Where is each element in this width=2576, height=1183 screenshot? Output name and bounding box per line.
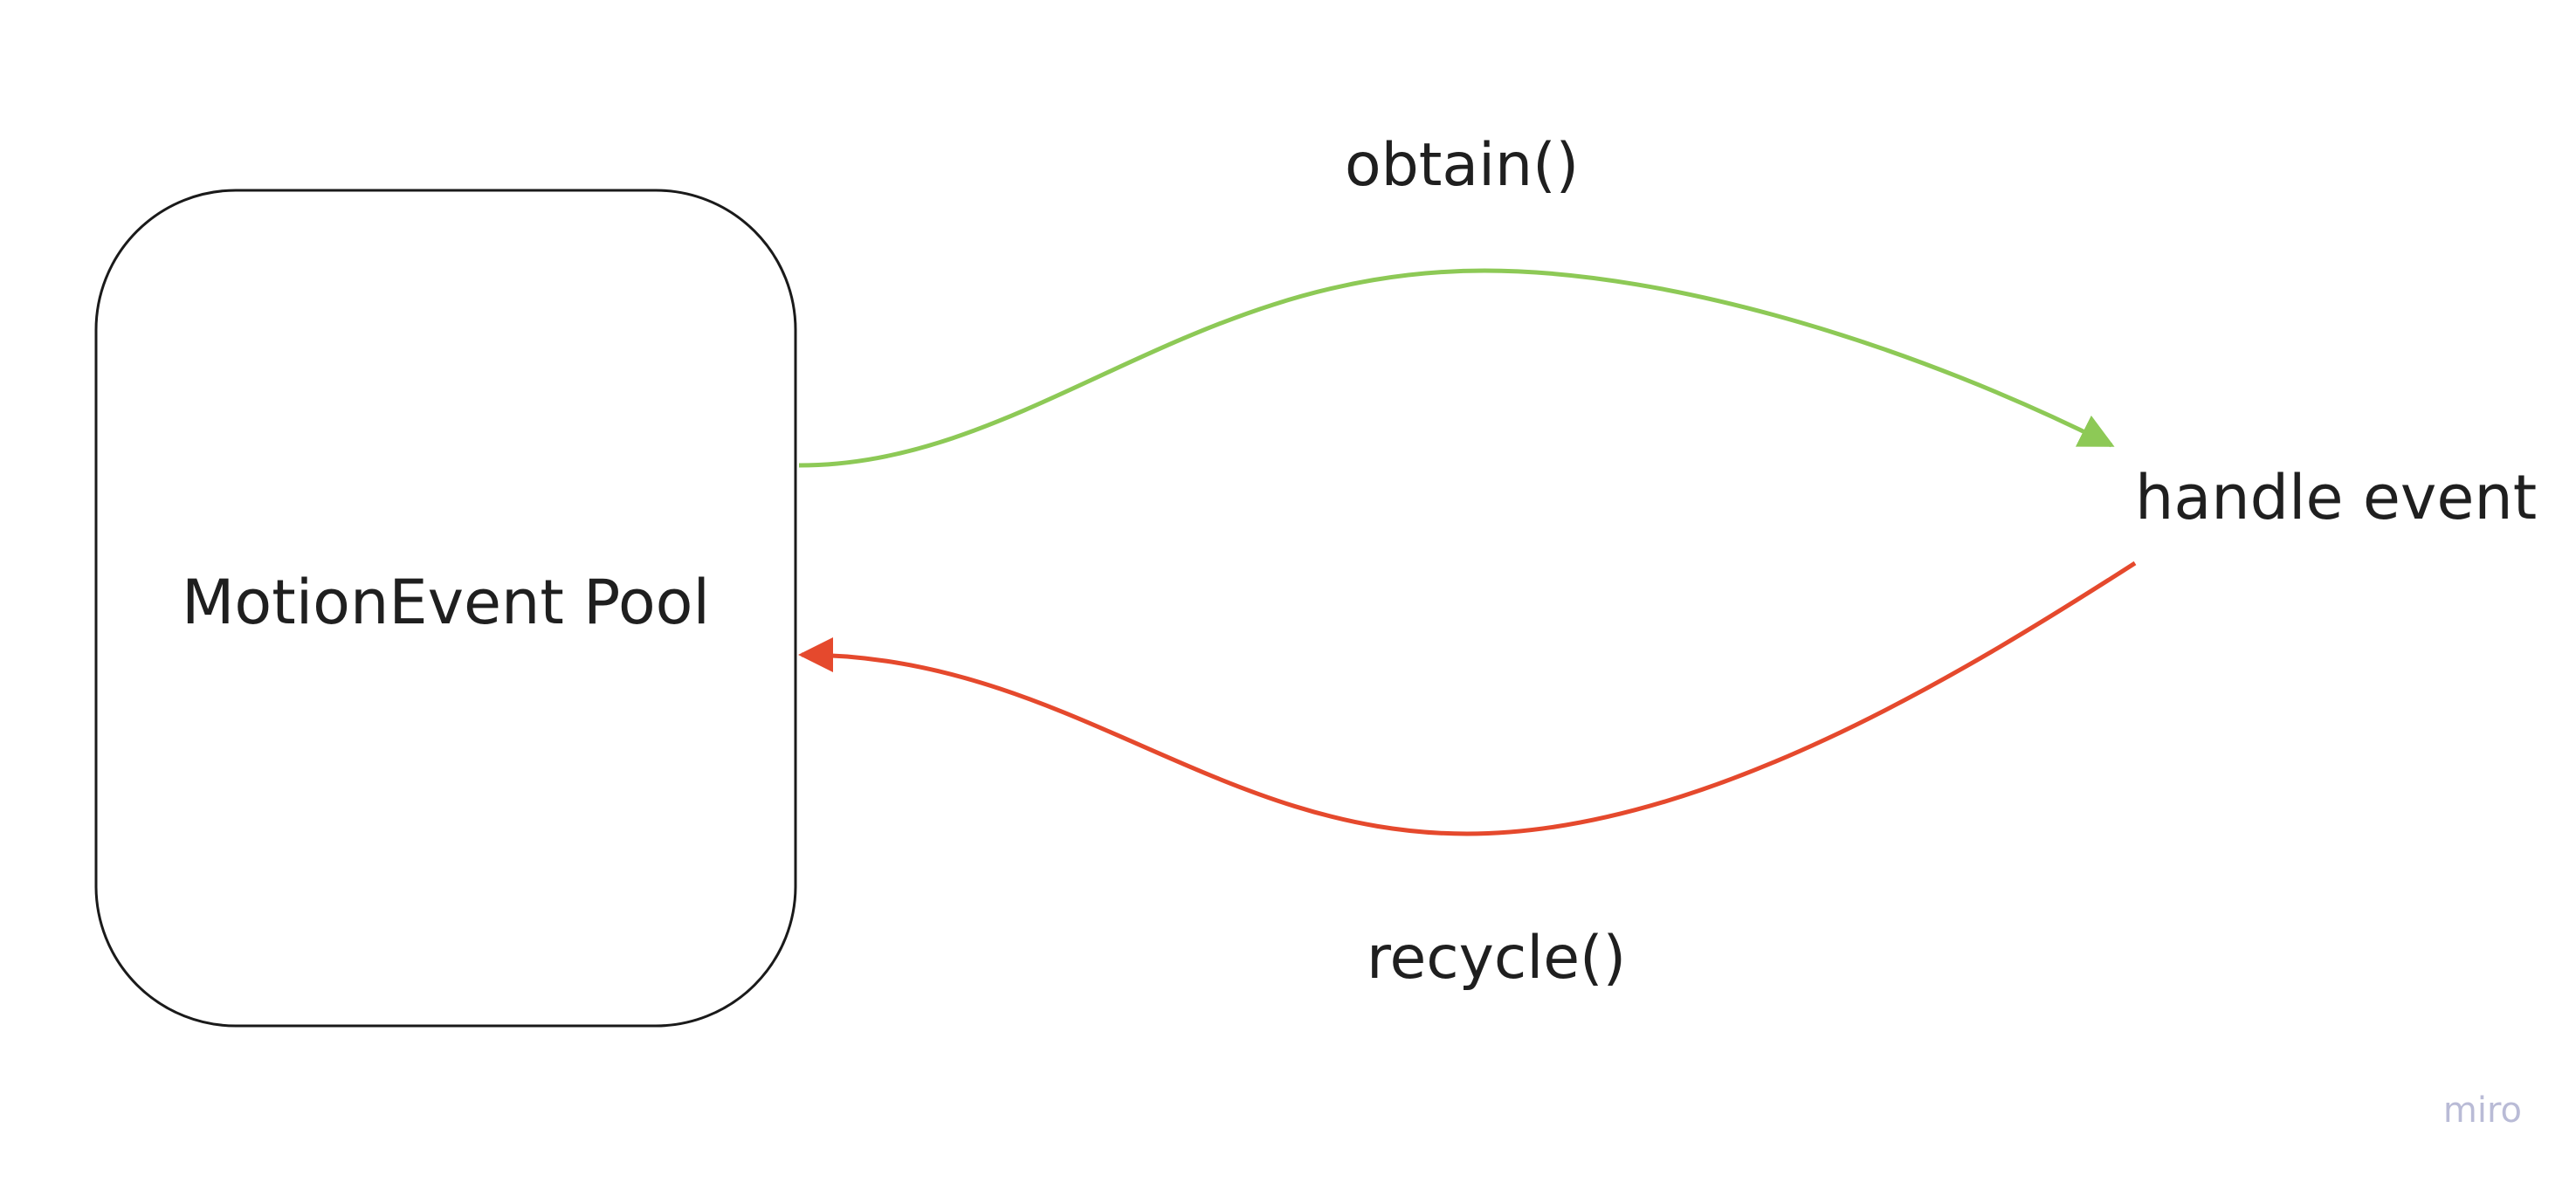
miro-watermark: miro [2442, 1090, 2522, 1131]
obtain-edge-arrow[interactable] [798, 268, 2115, 468]
recycle-edge-arrow[interactable] [798, 561, 2137, 836]
handle-event-node-label[interactable]: handle event [2135, 462, 2538, 533]
obtain-edge-label: obtain() [1345, 131, 1580, 200]
recycle-edge-label: recycle() [1367, 924, 1627, 993]
pool-node-label: MotionEvent Pool [182, 567, 710, 638]
pool-node-box[interactable] [94, 189, 797, 1028]
